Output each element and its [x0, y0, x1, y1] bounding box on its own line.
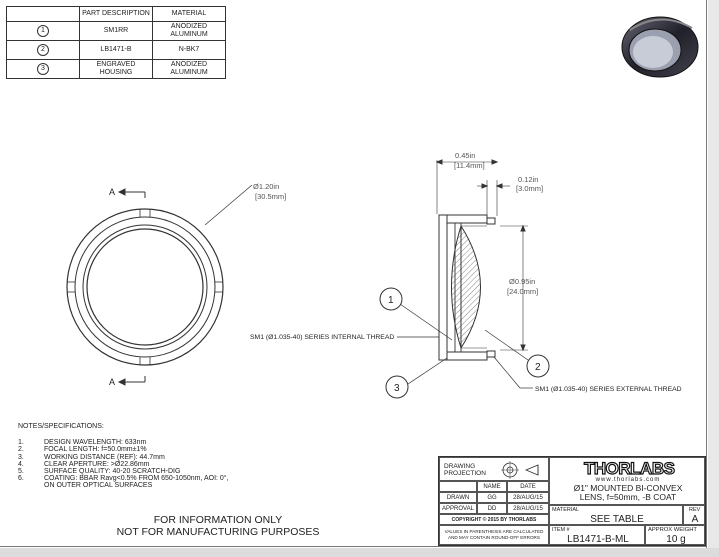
balloon-3: 3	[385, 375, 409, 399]
note-item: 2. FOCAL LENGTH: f=50.0mm±1%	[18, 446, 304, 453]
approval-date: 28/AUG/15	[507, 503, 549, 514]
note-text: FOCAL LENGTH: f=50.0mm±1%	[44, 446, 147, 454]
material-cell: MATERIAL SEE TABLE	[549, 505, 683, 525]
name-header: NAME	[477, 481, 507, 492]
section-marker-top: A	[109, 187, 115, 197]
horizontal-scrollbar[interactable]	[0, 548, 719, 557]
note-text: WORKING DISTANCE (REF): 44.7mm	[44, 453, 165, 461]
parts-table: PART DESCRIPTION MATERIAL 1 SM1RR ANODIZ…	[6, 6, 226, 79]
balloon-1: 1	[379, 287, 403, 311]
tolerance-note-line-2: AND MAY CONTAIN ROUND-OFF ERRORS	[448, 535, 540, 540]
drawing-title-line-1: Ø1" MOUNTED BI-CONVEX	[573, 483, 683, 493]
front-view	[66, 184, 253, 386]
disclaimer-line-1: FOR INFORMATION ONLY	[153, 514, 283, 526]
sheet-border-right	[706, 0, 707, 557]
drawn-label: DRAWN	[439, 492, 477, 503]
rev-label: REV	[689, 507, 701, 513]
item-balloon: 2	[37, 44, 49, 56]
title-block: DRAWING PROJECTION NAME DATE DRAWN GG 28…	[438, 456, 706, 546]
table-row: 1 SM1RR ANODIZED ALUMINUM	[6, 21, 226, 41]
approval-label: APPROVAL	[439, 503, 477, 514]
tolerance-note: VALUES IN PARENTHESIS ARE CALCULATED AND…	[439, 525, 549, 545]
balloon-3-label: 3	[394, 383, 400, 394]
item-number-cell: ITEM # LB1471-B-ML	[549, 525, 645, 545]
weight-label: APPROX WEIGHT	[648, 527, 697, 533]
drawn-date: 28/AUG/15	[507, 492, 549, 503]
section-marker-bottom: A	[109, 377, 115, 387]
thread-length-mm-label: [3.0mm]	[516, 184, 543, 193]
third-angle-projection-icon	[501, 461, 539, 479]
note-number: 1.	[18, 439, 24, 447]
note-number: 4.	[18, 460, 24, 468]
note-number: 2.	[18, 446, 24, 454]
item-balloon: 1	[37, 25, 49, 37]
date-header: DATE	[507, 481, 549, 492]
rev-value: A	[691, 514, 699, 525]
material-value: SEE TABLE	[590, 514, 644, 525]
item-cell: 3	[6, 59, 80, 79]
note-text: ON OUTER OPTICAL SURFACES	[44, 482, 153, 490]
projection-label-2: PROJECTION	[444, 470, 486, 477]
drawn-name: GG	[477, 492, 507, 503]
item-balloon: 3	[37, 63, 49, 75]
note-text: SURFACE QUALITY: 40-20 SCRATCH-DIG	[44, 468, 181, 476]
material-label: MATERIAL	[552, 507, 580, 513]
overall-length-label: 0.45in	[455, 151, 475, 160]
note-item: 6. COATING: BBAR Ravg<0.5% FROM 650-1050n…	[18, 475, 304, 482]
clear-diameter-label: Ø0.95in	[509, 277, 535, 286]
note-item: 4. CLEAR APERTURE: >Ø22.86mm	[18, 461, 304, 468]
title-cell: THORLABS www.thorlabs.com Ø1" MOUNTED BI…	[549, 457, 705, 505]
rev-cell: REV A	[683, 505, 705, 525]
weight-cell: APPROX WEIGHT 10 g	[645, 525, 705, 545]
overall-length-mm-label: [11.4mm]	[454, 161, 485, 170]
weight-value: 10 g	[666, 534, 686, 545]
note-text: CLEAR APERTURE: >Ø22.86mm	[44, 460, 150, 468]
note-text: DESIGN WAVELENGTH: 633nm	[44, 439, 147, 447]
vertical-scrollbar[interactable]	[708, 0, 719, 557]
thread-length-label: 0.12in	[518, 175, 538, 184]
tolerance-note-line-1: VALUES IN PARENTHESIS ARE CALCULATED	[444, 529, 544, 534]
notes-section: NOTES/SPECIFICATIONS: 1. DESIGN WAVELENGT…	[18, 423, 304, 490]
website: www.thorlabs.com	[595, 477, 661, 483]
note-number: 5.	[18, 468, 24, 476]
projection-label-1: DRAWING	[444, 463, 476, 470]
outer-diameter-label: Ø1.20in	[253, 182, 279, 191]
section-view	[397, 159, 533, 389]
notes-header: NOTES/SPECIFICATIONS:	[18, 423, 104, 430]
note-item: 3. WORKING DISTANCE (REF): 44.7mm	[18, 454, 304, 461]
note-text: COATING: BBAR Ravg<0.5% FROM 650-1050nm,…	[44, 475, 229, 483]
balloon-2: 2	[526, 354, 550, 378]
product-image	[621, 16, 699, 78]
drawing-title: Ø1" MOUNTED BI-CONVEX LENS, f=50mm, -B C…	[550, 484, 706, 502]
sheet-border-bottom	[0, 546, 707, 547]
balloon-2-label: 2	[535, 362, 541, 373]
copyright: COPYRIGHT © 2015 BY THORLABS	[439, 514, 549, 525]
thorlabs-logo: THORLABS	[583, 458, 675, 478]
parts-table-header: PART DESCRIPTION MATERIAL	[6, 6, 226, 22]
note-item: 5. SURFACE QUALITY: 40-20 SCRATCH-DIG	[18, 468, 304, 475]
drawing-title-line-2: LENS, f=50mm, -B COAT	[579, 492, 677, 502]
approval-name: DD	[477, 503, 507, 514]
table-row: 3 ENGRAVED HOUSING ANODIZED ALUMINUM	[6, 59, 226, 79]
balloon-1-label: 1	[388, 295, 394, 306]
note-number: 6.	[18, 475, 24, 483]
note-item: ON OUTER OPTICAL SURFACES	[18, 482, 304, 489]
projection-cell: DRAWING PROJECTION	[439, 457, 549, 481]
disclaimer: FOR INFORMATION ONLY NOT FOR MANUFACTURI…	[88, 514, 348, 538]
clear-diameter-mm-label: [24.0mm]	[507, 287, 538, 296]
note-item: 1. DESIGN WAVELENGTH: 633nm	[18, 439, 304, 446]
blank-cell	[439, 481, 477, 492]
internal-thread-label: SM1 (Ø1.035-40) SERIES INTERNAL THREAD	[250, 334, 394, 341]
item-number-value: LB1471-B-ML	[567, 534, 629, 545]
note-number: 3.	[18, 453, 24, 461]
item-number-label: ITEM #	[552, 527, 570, 533]
external-thread-label: SM1 (Ø1.035-40) SERIES EXTERNAL THREAD	[535, 386, 682, 393]
technical-drawing: A A Ø1.20in [30.5mm]	[66, 16, 699, 399]
note-number	[18, 482, 44, 489]
outer-diameter-mm-label: [30.5mm]	[255, 192, 286, 201]
disclaimer-line-2: NOT FOR MANUFACTURING PURPOSES	[116, 526, 320, 538]
material-cell: ANODIZED ALUMINUM	[152, 59, 226, 79]
material-cell: ANODIZED ALUMINUM	[152, 21, 226, 41]
